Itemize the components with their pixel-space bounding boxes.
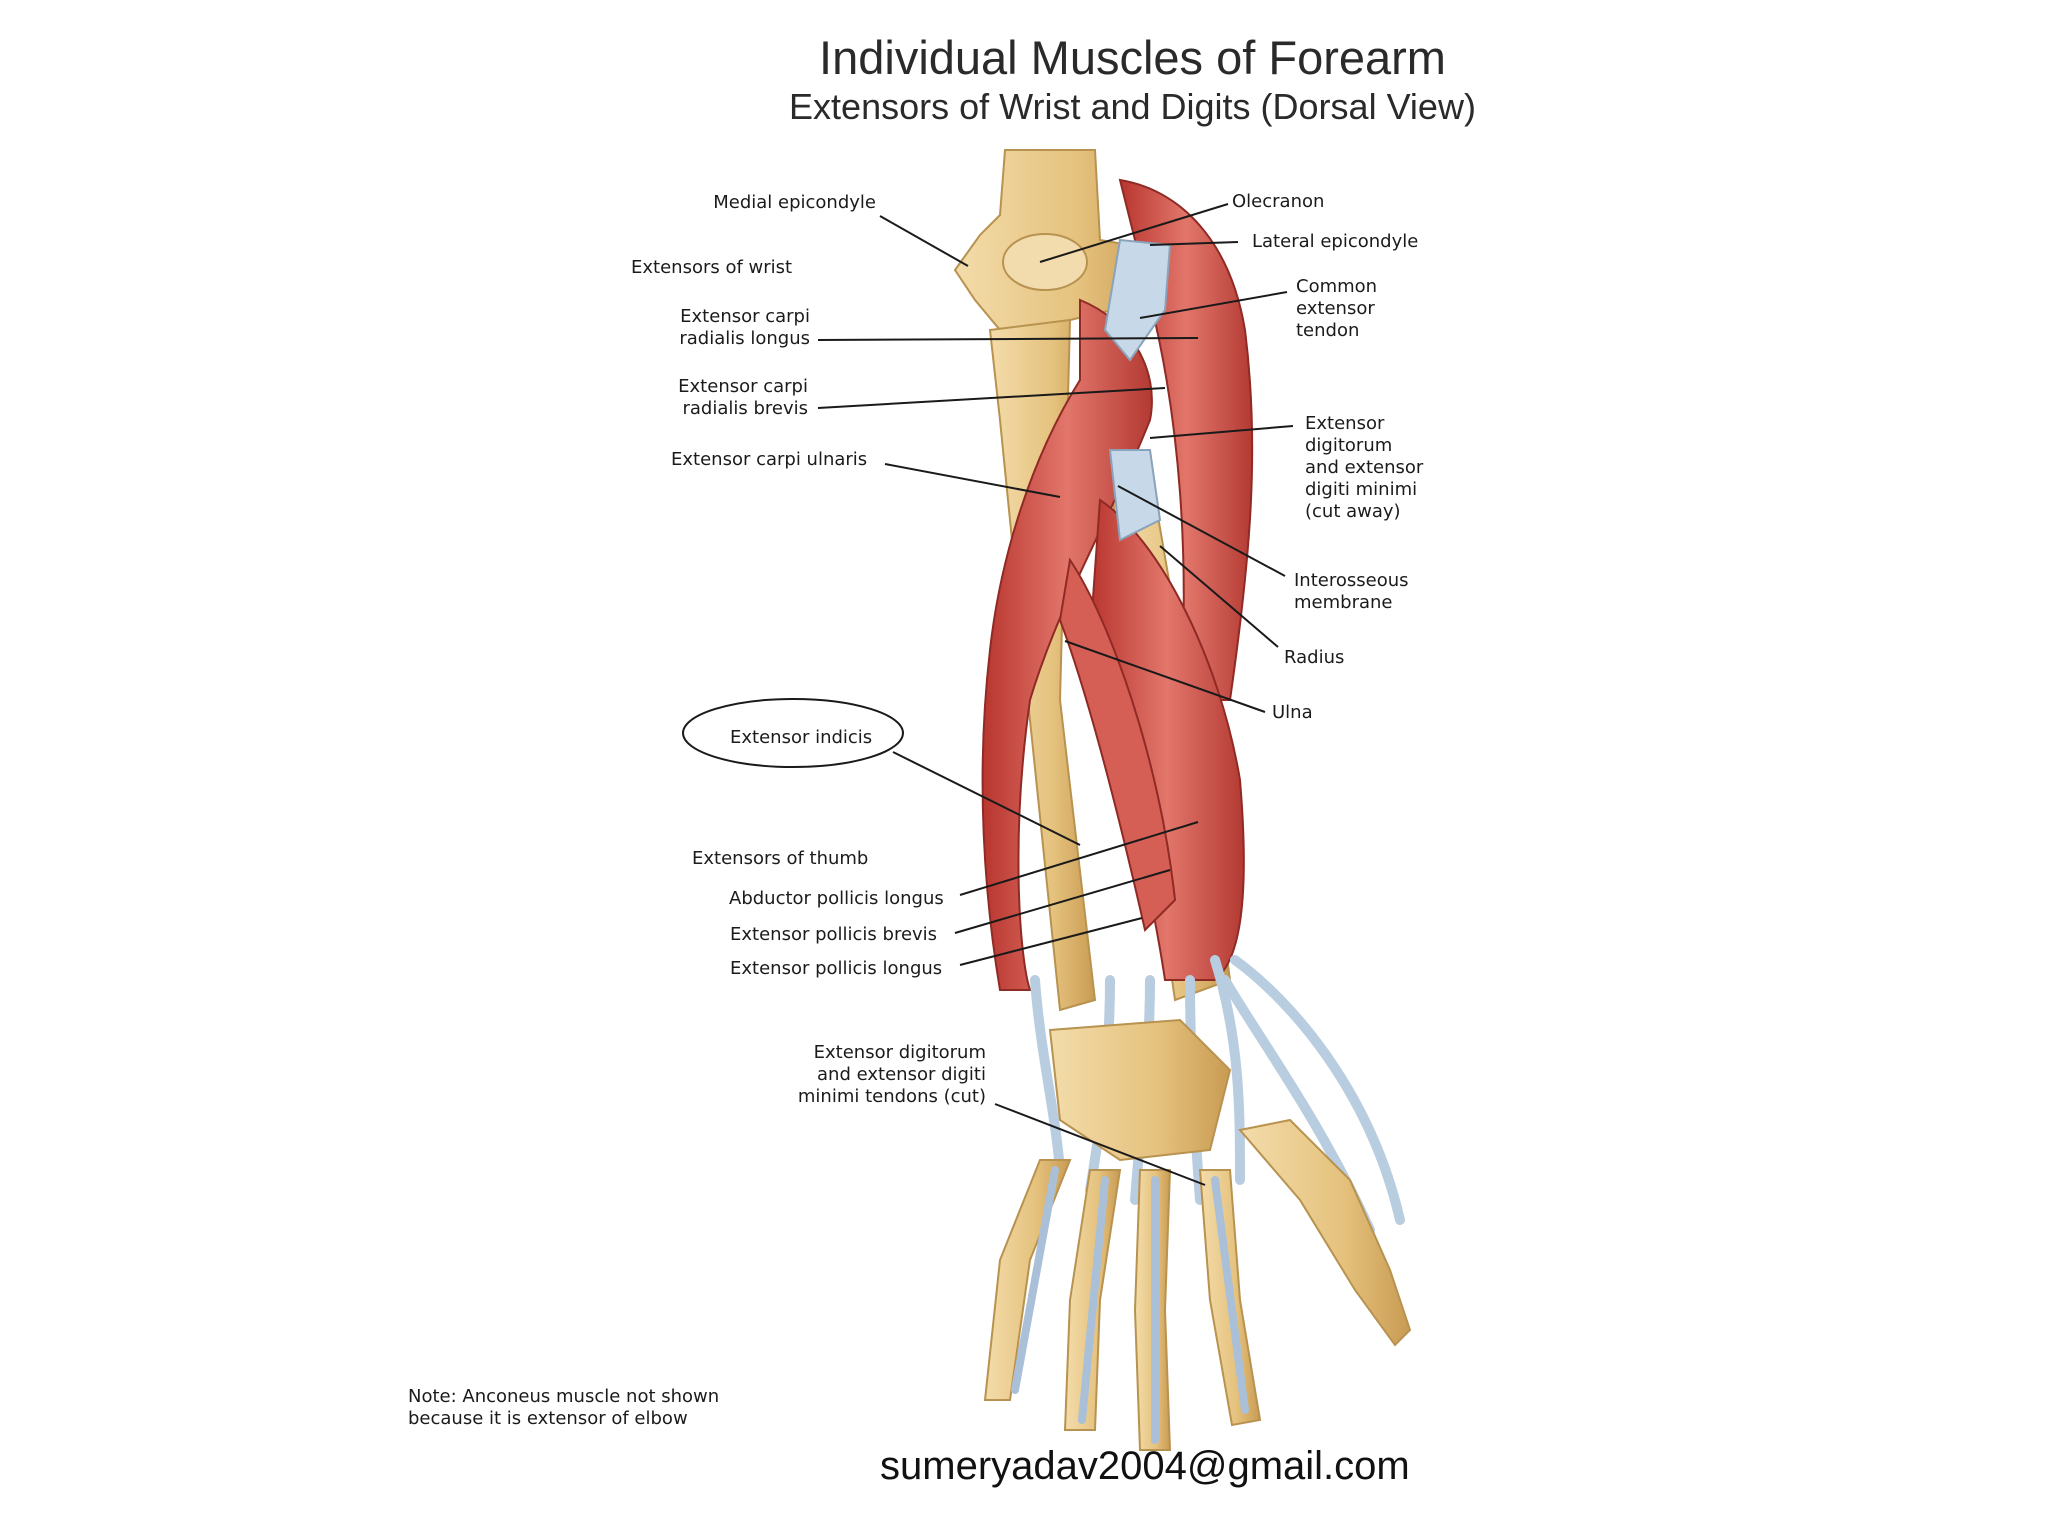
diagram-title: Individual Muscles of Forearm xyxy=(819,31,1446,84)
label-abductor-pollicis-longus: Abductor pollicis longus xyxy=(729,888,944,909)
author-email: sumeryadav2004@gmail.com xyxy=(880,1444,1410,1488)
label-interosseous-membrane: Interosseous membrane xyxy=(1294,570,1409,613)
label-ed-tendons-cut: Extensor digitorum and extensor digiti m… xyxy=(797,1042,986,1107)
finger-tendons xyxy=(1011,1166,1249,1444)
label-extensor-carpi-ulnaris: Extensor carpi ulnaris xyxy=(671,449,868,470)
label-extensors-of-wrist: Extensors of wrist xyxy=(631,257,793,278)
label-lateral-epicondyle: Lateral epicondyle xyxy=(1252,231,1419,252)
label-radius: Radius xyxy=(1284,647,1345,668)
label-ulna: Ulna xyxy=(1272,702,1313,723)
leader-lines xyxy=(817,203,1294,1186)
label-extensor-pollicis-brevis: Extensor pollicis brevis xyxy=(730,924,938,945)
diagram-subtitle: Extensors of Wrist and Digits (Dorsal Vi… xyxy=(789,86,1476,127)
humerus-bone xyxy=(953,149,1162,332)
label-extensor-indicis: Extensor indicis xyxy=(730,727,873,748)
carpal-bones xyxy=(1048,1018,1232,1162)
label-ed-cut-away: Extensor digitorum and extensor digiti m… xyxy=(1305,413,1424,522)
extensor-indicis-highlight-ellipse xyxy=(682,698,904,768)
label-common-extensor-tendon: Common extensor tendon xyxy=(1296,276,1378,341)
label-ecr-longus: Extensor carpi radialis longus xyxy=(679,306,810,349)
label-extensors-of-thumb: Extensors of thumb xyxy=(692,848,869,869)
label-extensor-pollicis-longus: Extensor pollicis longus xyxy=(730,958,943,979)
label-medial-epicondyle: Medial epicondyle xyxy=(713,192,876,213)
label-ecr-brevis: Extensor carpi radialis brevis xyxy=(678,376,808,419)
label-olecranon: Olecranon xyxy=(1232,191,1325,212)
footnote: Note: Anconeus muscle not shown because … xyxy=(408,1386,720,1429)
